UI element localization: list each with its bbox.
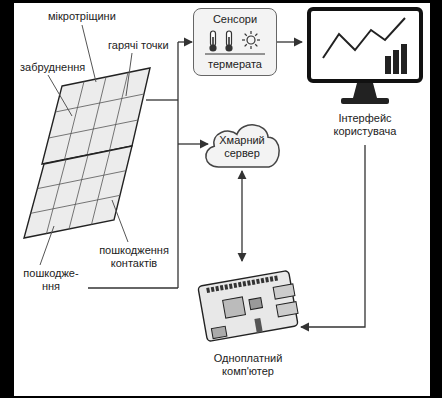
- panel-wires: [88, 42, 208, 288]
- leader-line: [82, 25, 96, 82]
- cell-line: [69, 155, 88, 229]
- wire: [177, 42, 178, 288]
- flow-arrow: [277, 41, 302, 42]
- cloud-node: Хмарний сервер: [200, 118, 284, 170]
- flow-arrow: [241, 171, 242, 261]
- sensor-node: Сенсори термерата: [193, 8, 277, 76]
- cell-line: [49, 120, 138, 138]
- sensor-icons: [203, 29, 267, 55]
- interface-text: Інтерфейс користувача: [317, 112, 413, 138]
- part-label: гарячі точки: [108, 39, 169, 52]
- part-label: мікротріщини: [48, 10, 116, 23]
- solar-panels: [24, 68, 150, 238]
- part-label: забруднення: [20, 61, 85, 74]
- cell-line: [37, 171, 126, 189]
- wire-arrow: [178, 41, 192, 42]
- leader-line: [40, 226, 54, 265]
- solar-panel: [24, 146, 132, 238]
- sensor-text: Сенсори: [213, 13, 257, 26]
- cell-line: [47, 160, 67, 234]
- monitor-icon: [305, 6, 425, 106]
- server-text: Хмарний сервер: [212, 134, 272, 160]
- wire-arrow: [178, 143, 208, 144]
- wire: [88, 287, 178, 288]
- board-node: Одноплатний комп'ютер: [196, 262, 300, 392]
- wire: [146, 99, 178, 100]
- single-board-computer: [196, 262, 300, 350]
- part-label: пошкодже- ння: [18, 267, 84, 293]
- cell-line: [65, 82, 85, 160]
- leader-line: [112, 200, 128, 242]
- computer-text: Одноплатний комп'ютер: [202, 352, 294, 378]
- cell-line: [92, 151, 111, 225]
- monitor-node: Інтерфейс користувача: [303, 6, 427, 144]
- cell-line: [31, 195, 120, 213]
- flow-arrow: [301, 145, 365, 327]
- leader-line: [126, 53, 132, 96]
- cell-line: [87, 77, 106, 155]
- cell-line: [110, 73, 129, 151]
- solar-panel: [42, 68, 150, 164]
- leader-line: [48, 75, 72, 116]
- sensor-text: термерата: [208, 58, 262, 71]
- part-label: пошкодження контактів: [92, 244, 176, 270]
